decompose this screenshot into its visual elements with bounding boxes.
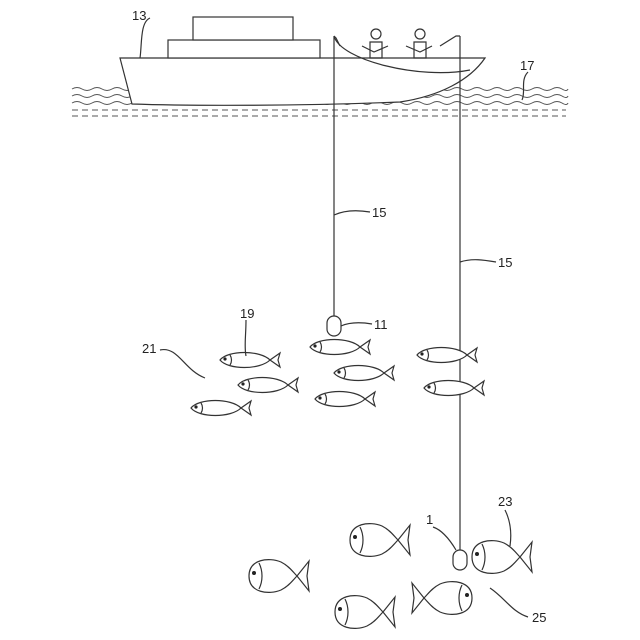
label-school-small: 21 [142, 341, 156, 356]
sinker-lower [453, 550, 467, 570]
large-fish-school [249, 524, 532, 629]
label-boat: 13 [132, 8, 146, 23]
angler-right [406, 29, 432, 58]
label-water: 17 [520, 58, 534, 73]
label-sinker-upper: 11 [374, 317, 388, 332]
leader-17 [522, 72, 528, 100]
leader-13 [140, 18, 150, 58]
label-line-left: 15 [372, 205, 386, 220]
leader-21 [160, 350, 205, 378]
leader-19 [245, 320, 246, 356]
label-sinker-lower: 1 [426, 512, 433, 527]
leader-11 [341, 323, 372, 326]
leader-1 [433, 527, 456, 550]
label-school-big: 25 [532, 610, 546, 625]
leader-23 [505, 510, 511, 546]
label-big-fish: 23 [498, 494, 512, 509]
leader-25 [490, 588, 528, 617]
small-fish-school [191, 340, 484, 416]
angler-left [362, 29, 388, 58]
sinker-upper [327, 316, 341, 336]
boat [120, 17, 485, 105]
leader-15-right [460, 260, 496, 262]
label-line-right: 15 [498, 255, 512, 270]
leader-15-left [334, 211, 370, 215]
label-small-fish: 19 [240, 306, 254, 321]
